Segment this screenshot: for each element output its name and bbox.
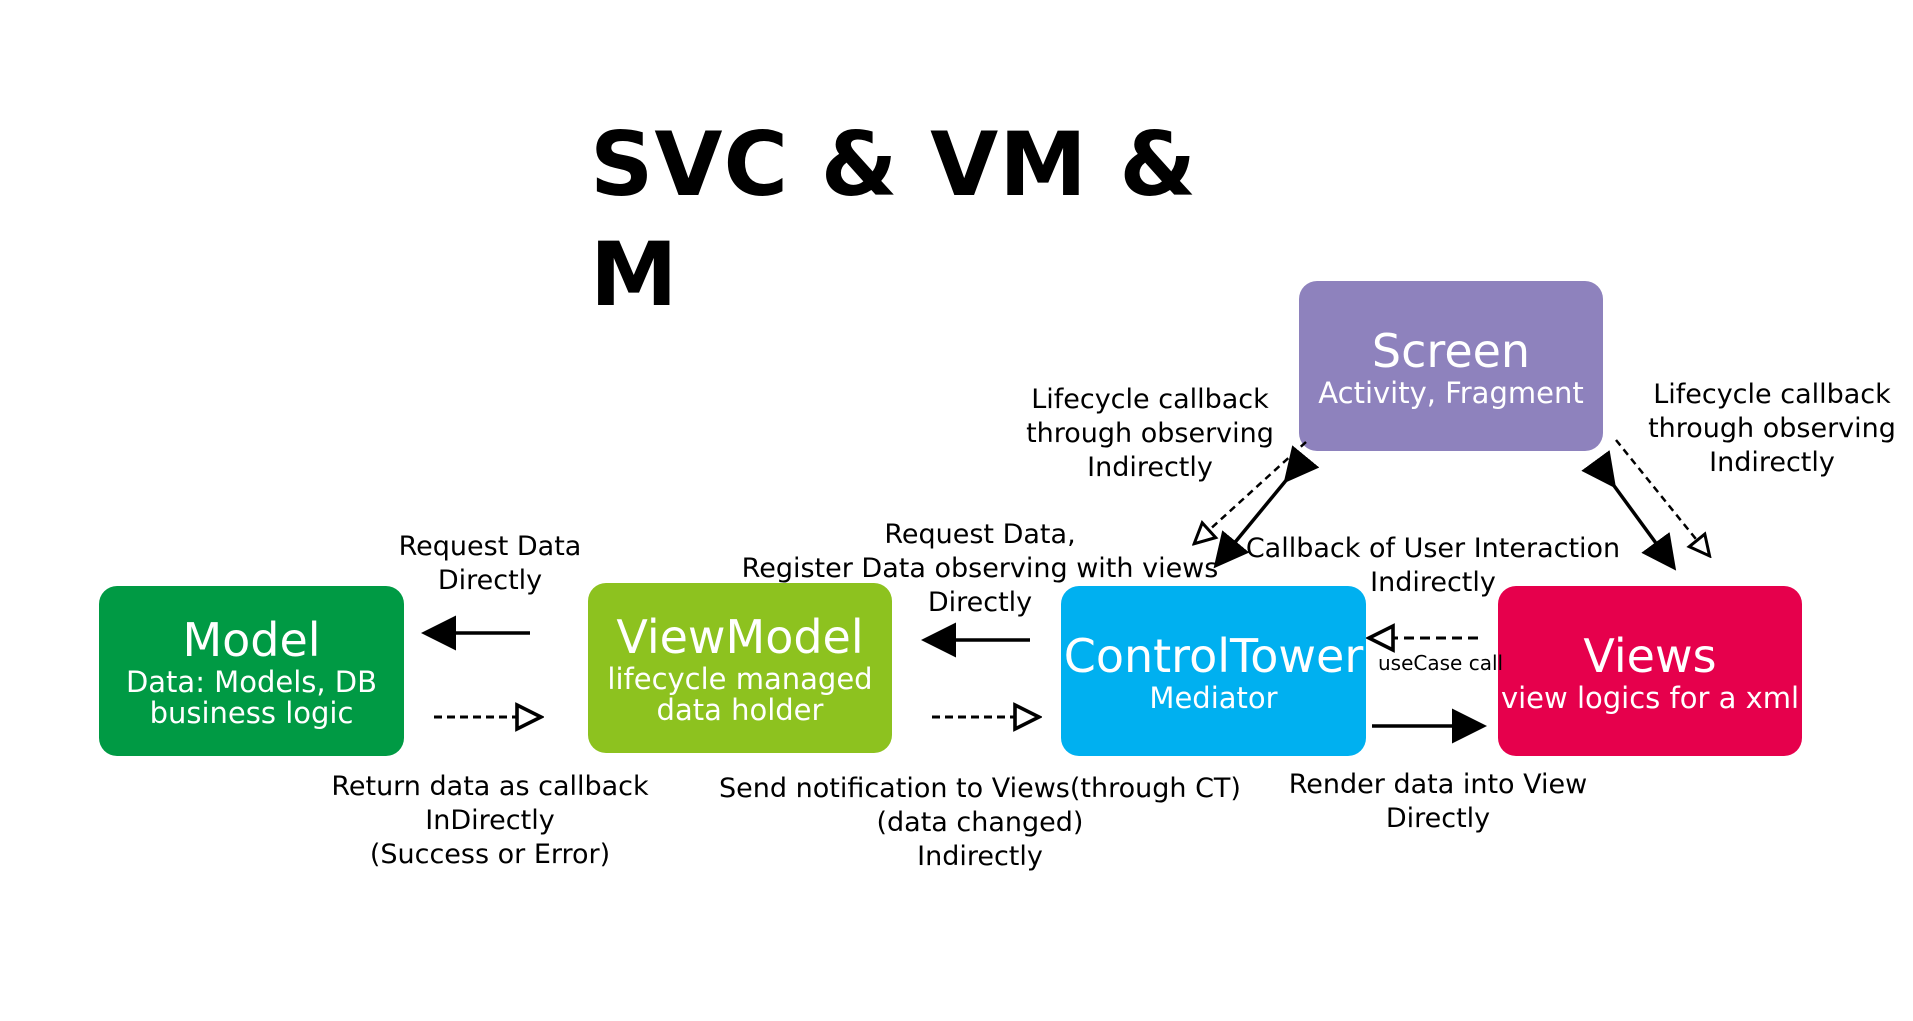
label-render-data: Render data into View Directly bbox=[1288, 769, 1588, 834]
views-desc: view logics for a xml bbox=[1500, 680, 1800, 715]
screen-name: Screen bbox=[1371, 323, 1531, 378]
viewmodel-desc: lifecycle managed data holder bbox=[607, 662, 873, 727]
controltower-box: ControlTower Mediator bbox=[1061, 586, 1366, 756]
label-send-notification: Send notification to Views(through CT) (… bbox=[719, 773, 1241, 872]
arrow-lifecycle-right bbox=[1615, 439, 1708, 554]
label-lifecycle-left: Lifecycle callback through observing Ind… bbox=[1026, 384, 1274, 483]
arrow-screen-controltower bbox=[1213, 445, 1320, 569]
label-usecase-call: useCase call bbox=[1378, 651, 1504, 675]
arrow-screen-views bbox=[1581, 450, 1677, 571]
diagram-title: SVC & VM & M bbox=[590, 113, 1198, 326]
screen-box: Screen Activity, Fragment bbox=[1299, 281, 1603, 451]
label-lifecycle-right: Lifecycle callback through observing Ind… bbox=[1648, 379, 1896, 478]
views-box: Views view logics for a xml bbox=[1498, 586, 1802, 756]
viewmodel-box: ViewModel lifecycle managed data holder bbox=[588, 583, 892, 753]
arrow-lifecycle-left bbox=[1196, 441, 1307, 542]
label-request-viewmodel: Request Data, Register Data observing wi… bbox=[741, 519, 1219, 618]
screen-desc: Activity, Fragment bbox=[1318, 375, 1584, 410]
label-callback-user: Callback of User Interaction Indirectly bbox=[1245, 533, 1621, 598]
model-name: Model bbox=[182, 613, 321, 667]
views-name: Views bbox=[1583, 628, 1717, 683]
model-box: Model Data: Models, DB business logic bbox=[99, 586, 404, 756]
viewmodel-name: ViewModel bbox=[616, 610, 864, 664]
model-desc: Data: Models, DB business logic bbox=[125, 665, 378, 730]
controltower-name: ControlTower bbox=[1063, 628, 1364, 683]
controltower-desc: Mediator bbox=[1149, 680, 1278, 715]
label-request-model: Request Data Directly bbox=[398, 531, 582, 596]
label-return-data: Return data as callback InDirectly (Succ… bbox=[331, 771, 649, 870]
